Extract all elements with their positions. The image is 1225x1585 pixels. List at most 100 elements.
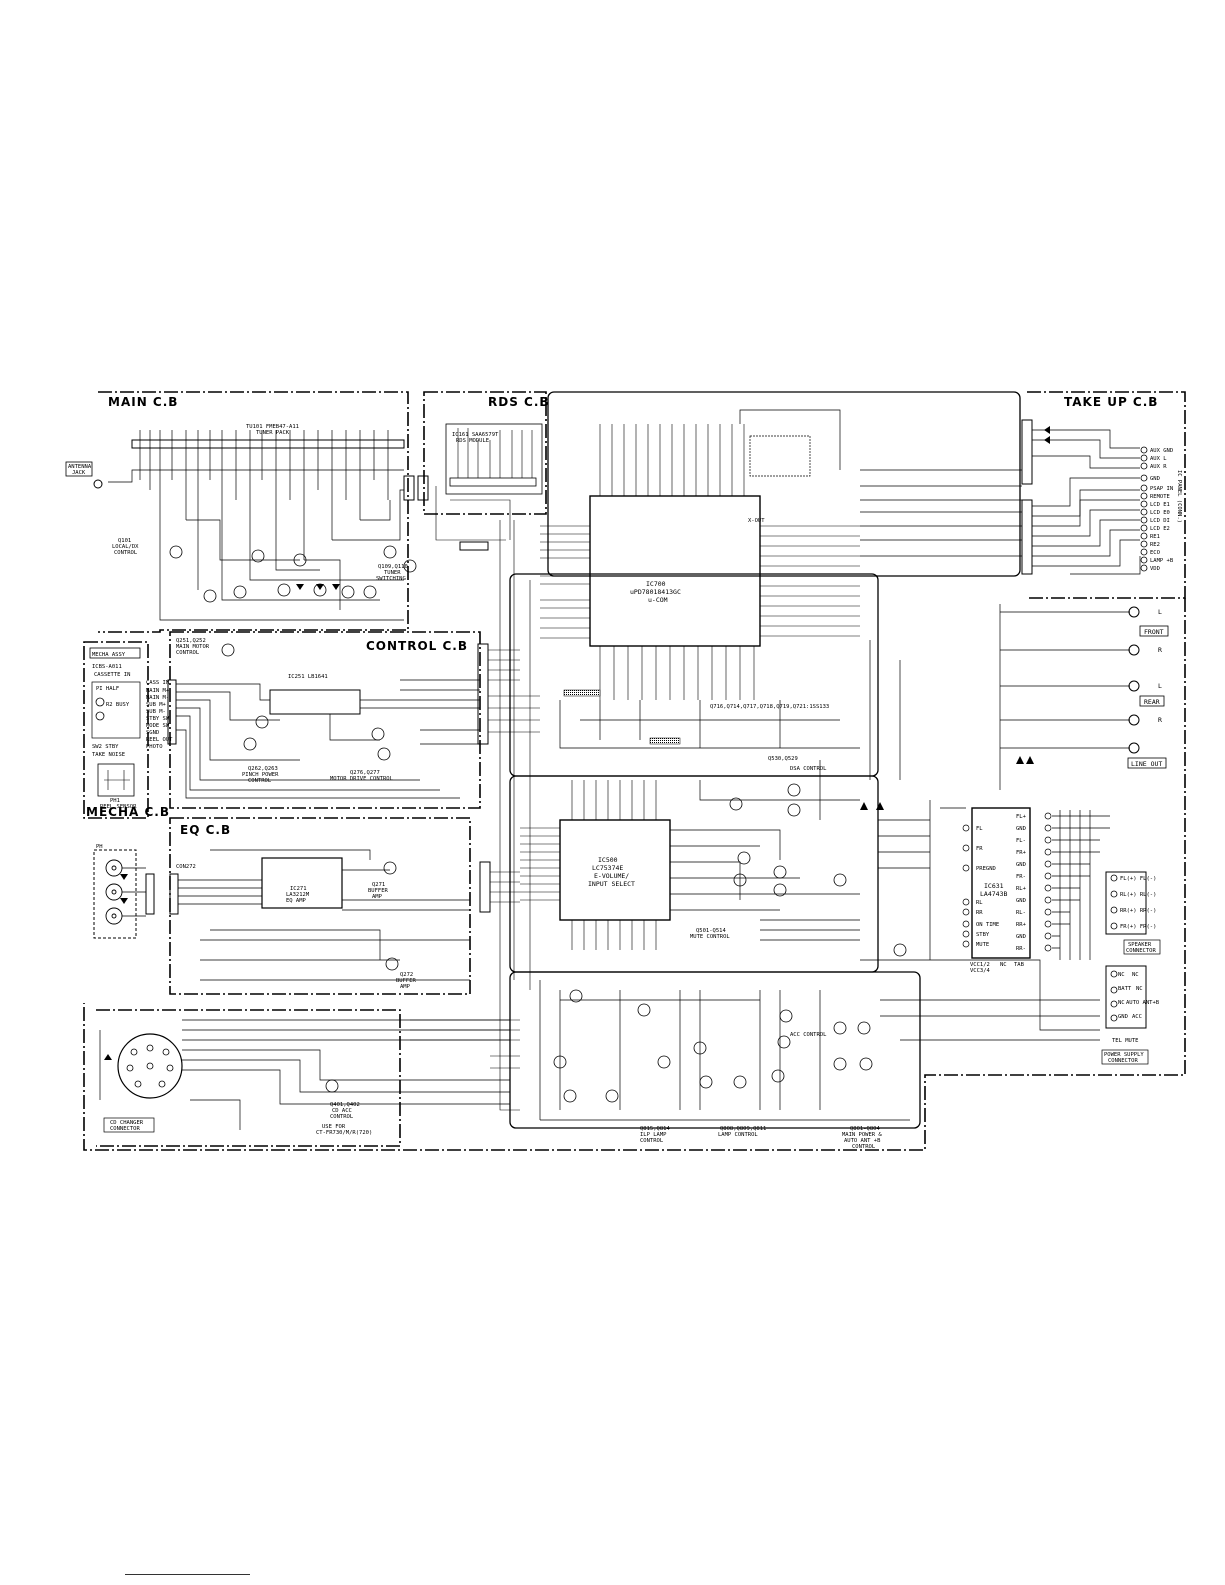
svg-text:R: R <box>1158 646 1162 654</box>
rca-jacks <box>1128 606 1140 754</box>
svg-text:RR+: RR+ <box>1016 922 1027 928</box>
tuner-label-1: TU101 FMEB47-A11 <box>246 424 299 430</box>
take-up-wiring <box>1032 429 1141 575</box>
control-right-connector <box>477 643 489 745</box>
svg-text:BUFFER: BUFFER <box>396 978 417 984</box>
svg-text:CONTROL: CONTROL <box>248 778 272 784</box>
svg-text:PSAP IN: PSAP IN <box>1150 486 1173 492</box>
take-up-conn-upper <box>1021 419 1033 485</box>
footer-underline <box>125 1574 250 1575</box>
svg-text:AUTO ANT +B: AUTO ANT +B <box>844 1138 881 1144</box>
svg-text:MAIN POWER &: MAIN POWER & <box>842 1132 882 1138</box>
svg-text:REEL SENSOR: REEL SENSOR <box>100 804 137 810</box>
q101-label-3: CONTROL <box>114 550 138 556</box>
svg-text:Q271: Q271 <box>372 882 385 888</box>
svg-text:Q276,Q277: Q276,Q277 <box>350 770 380 776</box>
svg-text:E-VOLUME/: E-VOLUME/ <box>594 872 629 880</box>
svg-text:PHOTO: PHOTO <box>146 744 163 750</box>
ic500-chip <box>559 819 671 921</box>
ic700-label-3: u-COM <box>648 596 668 604</box>
mecha-assy-title: MECHA ASSY <box>92 652 126 658</box>
svg-text:AUTO ANT+B: AUTO ANT+B <box>1126 1000 1160 1006</box>
svg-text:MUTE CONTROL: MUTE CONTROL <box>690 934 730 940</box>
svg-text:LCD DI: LCD DI <box>1150 518 1170 524</box>
svg-text:CASS IN: CASS IN <box>146 680 169 686</box>
svg-text:DSA CONTROL: DSA CONTROL <box>790 766 827 772</box>
con272-connector <box>169 873 179 915</box>
svg-text:Q262,Q263: Q262,Q263 <box>248 766 278 772</box>
mecha-cb-title: MECHA C.B <box>86 805 170 819</box>
svg-text:NC: NC <box>1000 962 1007 968</box>
ic500-pins-bottom <box>571 920 657 950</box>
svg-text:AMP: AMP <box>372 894 383 900</box>
control-cb-block: CONTROL C.B CASS IN MAIN M+ MAIN M- SUB … <box>146 638 489 799</box>
svg-text:TAKE NOISE: TAKE NOISE <box>92 752 125 758</box>
ic161-label-1: IC161 SAA6579T <box>452 432 499 438</box>
svg-text:AUX L: AUX L <box>1150 456 1167 462</box>
svg-text:CONTROL: CONTROL <box>640 1138 664 1144</box>
ic251-chip <box>269 689 361 715</box>
cpu-chip <box>589 495 761 647</box>
take-up-block: TAKE UP C.B AUX GND AUX L AUX R <box>1021 395 1182 575</box>
power-transistors <box>833 943 907 1071</box>
svg-text:NC: NC <box>1118 1000 1125 1006</box>
line-out-label-box <box>1127 757 1167 769</box>
main-cb-block: MAIN C.B ANTENNA <box>65 395 489 621</box>
line-out-label: LINE OUT <box>1131 760 1162 768</box>
svg-text:L: L <box>1158 682 1162 690</box>
output-jacks: FRONT REAR LINE OUT L R L R <box>869 604 1169 790</box>
din-pins <box>126 1044 174 1088</box>
ph-jacks <box>105 859 123 925</box>
signal-arrows <box>104 426 1050 1060</box>
power-pins <box>1110 970 1118 1022</box>
svg-text:PREGND: PREGND <box>976 866 996 872</box>
tuner-switch-label-2: TUNER <box>384 570 401 576</box>
svg-text:Q501-Q514: Q501-Q514 <box>696 928 726 934</box>
x-out-label: X-OUT <box>748 518 765 524</box>
svg-text:ACC CONTROL: ACC CONTROL <box>790 1032 827 1038</box>
svg-text:BATT: BATT <box>1118 986 1132 992</box>
svg-text:SPEAKER: SPEAKER <box>1128 942 1152 948</box>
cpu-bottom-note: Q716,Q714,Q717,Q718,Q719,Q721:1SS133 <box>710 704 829 710</box>
reel-sensor-box <box>97 763 135 797</box>
svg-text:ECO: ECO <box>1150 550 1160 556</box>
control-cb-title: CONTROL C.B <box>366 639 468 653</box>
svg-text:FR+: FR+ <box>1016 850 1027 856</box>
svg-text:IC500: IC500 <box>598 856 618 864</box>
take-up-title: TAKE UP C.B <box>1064 395 1158 409</box>
svg-text:CASSETTE IN: CASSETTE IN <box>94 672 130 678</box>
svg-text:LAMP CONTROL: LAMP CONTROL <box>718 1132 758 1138</box>
svg-text:STBY: STBY <box>976 932 990 938</box>
rds-cb-title: RDS C.B <box>488 395 550 409</box>
svg-text:GND: GND <box>1150 476 1160 482</box>
take-up-conn-lower <box>1021 499 1033 575</box>
mecha-assy-model: ICBS-A011 <box>92 664 122 670</box>
cd-wiring <box>99 1019 510 1130</box>
lamp-control-wiring <box>539 980 910 1121</box>
eq-cb-title: EQ C.B <box>180 823 231 837</box>
eq-cb-block: EQ C.B PH CON272 IC271 LA3212M EQ AMP Q2… <box>96 823 491 990</box>
motor-m2-icon <box>95 711 105 721</box>
ic700-label-2: uPD78018413GC <box>630 588 681 596</box>
front-label-box <box>1139 625 1169 637</box>
svg-text:NC: NC <box>1118 972 1125 978</box>
ic631-chip <box>971 807 1031 959</box>
q101-label-2: LOCAL/DX <box>112 544 139 550</box>
eq-transistors <box>383 861 399 971</box>
svg-text:CONNECTOR: CONNECTOR <box>1108 1058 1138 1064</box>
power-amp-wiring <box>860 800 1110 1041</box>
svg-text:SW2 STBY: SW2 STBY <box>92 744 119 750</box>
svg-text:MOTOR DRIVE CONTROL: MOTOR DRIVE CONTROL <box>330 776 394 782</box>
svg-text:MAIN M+: MAIN M+ <box>146 688 170 694</box>
power-amp-block: IC631 LA4743B FL+ GND FL- FR+ GND FR- RL… <box>833 800 1161 1071</box>
evol-wiring <box>670 760 930 941</box>
rds-module-box <box>445 423 543 495</box>
svg-text:CONNECTOR: CONNECTOR <box>110 1126 140 1132</box>
svg-text:RL+: RL+ <box>1016 886 1027 892</box>
outline-eq-cb <box>169 817 471 995</box>
svg-text:RE1: RE1 <box>1150 534 1160 540</box>
control-left-connector <box>167 679 177 745</box>
ic631-pin-labels-right: FL+ GND FL- FR+ GND FR- RL+ GND RL- RR+ … <box>1016 814 1027 952</box>
svg-text:NC: NC <box>1132 972 1139 978</box>
svg-text:VCC3/4: VCC3/4 <box>970 968 991 974</box>
